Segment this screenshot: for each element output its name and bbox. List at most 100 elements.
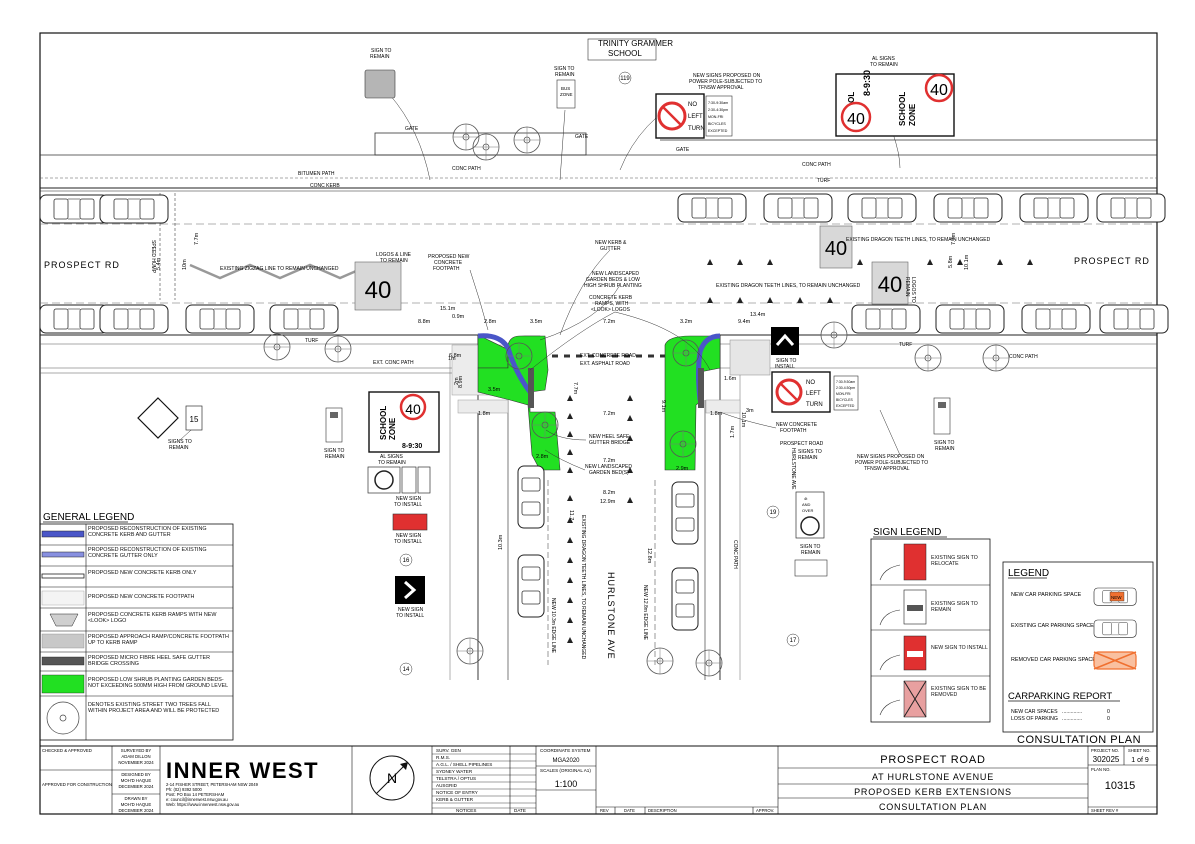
- date-label-left: DATE: [514, 808, 526, 813]
- new-conc-fp-1: NEW CONCRETE: [776, 422, 818, 428]
- legend-item-1: PROPOSED RECONSTRUCTION OF EXISTING CONC…: [88, 526, 207, 539]
- dim-10m: 10m: [182, 259, 188, 270]
- legend-item-3: PROPOSED NEW CONCRETE KERB ONLY: [88, 570, 197, 576]
- ma-over-3: OVER: [802, 508, 813, 513]
- coord-system-label: COORDINATE SYSTEM: [540, 748, 591, 753]
- al-signs-top-1: AL SIGNS: [872, 56, 896, 62]
- car-report-title: CARPARKING REPORT: [1008, 691, 1112, 702]
- legend-swatch-footpath: [41, 590, 85, 606]
- gate-label-2: GATE: [575, 134, 589, 140]
- address-5: Web: https://www.innerwest.nsw.gov.au: [166, 802, 240, 807]
- new-spaces-label: NEW CAR SPACES: [1011, 709, 1058, 715]
- school-label-2: SCHOOL: [608, 49, 642, 58]
- school-zone-c-1: SCHOOL: [379, 406, 388, 440]
- signs-remain-left-2: REMAIN: [169, 445, 189, 451]
- sign-remain-right2-1: SIGN TO: [934, 440, 954, 446]
- general-legend-title: GENERAL LEGEND: [43, 512, 134, 523]
- chevron-sign-right-icon: [771, 327, 799, 355]
- dim-15-1m: 15.1m: [440, 306, 456, 312]
- ext-asphalt-road-label: EXT. ASPHALT ROAD: [580, 361, 630, 367]
- surveyed-by-3: NOVEMBER 2024: [118, 760, 154, 765]
- service-2: R.M.S.: [436, 755, 450, 760]
- dim-3-5m-b: 3.5m: [488, 387, 501, 393]
- speed-40-mid: 40: [405, 401, 421, 417]
- nlt-times-1: 7:30-9:30am: [708, 101, 728, 105]
- speed-40-top-b: 40: [930, 82, 948, 99]
- ext-concrete-road-label: EXT. CONCRETE ROAD: [580, 353, 636, 359]
- car-legend-new: NEW CAR PARKING SPACE: [1011, 592, 1082, 598]
- description-label: DESCRIPTION: [648, 808, 677, 813]
- legend-swatch-garden: [41, 674, 85, 694]
- pole-numbers: 119 19 16 14 17: [399, 71, 800, 676]
- nlt-mid-times-2: 2:30-4:30pm: [836, 386, 855, 390]
- legend-item-5: PROPOSED CONCRETE KERB RAMPS WITH NEW <L…: [88, 612, 217, 625]
- legend-item-8: PROPOSED LOW SHRUB PLANTING GARDEN BEDS-…: [88, 677, 229, 690]
- service-6: AUSGRID: [436, 783, 458, 788]
- ramps-2: RAMPS, WITH: [595, 301, 629, 307]
- service-4: SYDNEY WATER: [436, 769, 473, 774]
- legend-swatch-approach: [41, 633, 85, 649]
- approved-construction: APPROVED FOR CONSTRUCTION: [42, 782, 112, 787]
- speed-hump-label: SPEED HUMP: [150, 240, 156, 274]
- landscaped-b1: NEW LANDSCAPED: [585, 464, 632, 470]
- new-sign-install-3b: TO INSTALL: [396, 613, 424, 619]
- new-sign-install-1b: TO INSTALL: [394, 502, 422, 508]
- pole-14: 14: [403, 667, 410, 673]
- school-zone-c-2: ZONE: [388, 417, 397, 440]
- prospect-road-sign: PROSPECT ROAD: [780, 441, 824, 447]
- legend-swatch-gutter: [41, 551, 85, 558]
- dim-6-8m: 6.8m: [449, 353, 462, 359]
- road-name-left: PROSPECT RD: [44, 260, 120, 270]
- dimension-labels: 7.7m 10m 5.4m 8.8m 0.9m 15.1m 2.8m 3.5m …: [156, 232, 970, 563]
- heel-safe-2: GUTTER BRIDGE: [589, 440, 631, 446]
- sign-legend-item-4: EXISTING SIGN TO BE REMOVED: [931, 686, 987, 699]
- road-name-right: PROSPECT RD: [1074, 256, 1150, 266]
- proposed-footpath-1: PROPOSED NEW: [428, 254, 470, 260]
- address-3: Post: PO Box 14 PETERSHAM: [166, 792, 225, 797]
- proposed-footpath-3: FOOTPATH: [433, 266, 460, 272]
- dim-7-7m-left: 7.7m: [194, 232, 200, 245]
- notices-label: NOTICES: [456, 808, 476, 813]
- dim-7-7m-c: 7.7m: [572, 382, 578, 395]
- new-spaces-dots: ..............: [1062, 709, 1082, 715]
- sheet-no: 1 of 9: [1131, 757, 1149, 764]
- sign-legend-title: SIGN LEGEND: [873, 527, 941, 538]
- car-existing-icon: [1093, 619, 1137, 638]
- turf-left-label: TURF: [305, 338, 318, 344]
- new-signs-right-1: NEW SIGNS PROPOSED ON: [857, 454, 925, 460]
- council-logo: INNER WEST: [166, 758, 319, 783]
- ext-conc-path-label: EXT. CONC PATH: [373, 360, 414, 366]
- plan-labels: GATE GATE GATE BITUMEN PATH CONC KERB CO…: [150, 126, 1038, 660]
- nlt-times-3: MON-FRI: [708, 115, 723, 119]
- sheet-rev: SHEET REV #: [1091, 808, 1119, 813]
- drawn-by-3: DECEMBER 2024: [118, 808, 154, 813]
- car-new-tag: NEW: [1111, 595, 1122, 600]
- new-spaces-value: 0: [1107, 709, 1110, 715]
- new-signs-top-2: POWER POLE-SUBJECTED TO: [689, 79, 762, 85]
- ramps-3: <LOOK> LOGOS: [591, 307, 631, 313]
- sheet-border: [39, 32, 1158, 815]
- conc-path-label-2: CONC PATH: [802, 162, 831, 168]
- nlt-mid-3: TURN: [806, 402, 823, 408]
- plan-no: 10315: [1105, 780, 1136, 792]
- nlt-times-4: BICYCLES: [708, 122, 726, 126]
- address-4: e: council@innerwest.nsw.gov.au: [166, 797, 228, 802]
- sign-remain-left2-1: SIGN TO: [324, 448, 344, 454]
- new-sign-install-3a: NEW SIGN: [398, 607, 424, 613]
- new-conc-fp-2: FOOTPATH: [780, 428, 807, 434]
- ma-over-2: AND: [802, 502, 811, 507]
- dim-13-4m: 13.4m: [750, 312, 766, 318]
- new-sign-install-1a: NEW SIGN: [396, 496, 422, 502]
- drawn-by-2: MOH'D HAQUE: [121, 802, 152, 807]
- road-40-right: 40: [878, 272, 902, 297]
- dim-1-8m-b: 1.8m: [710, 411, 723, 417]
- chevron-sign-icon: [395, 576, 425, 604]
- coord-system: MGA2020: [552, 758, 580, 764]
- loss-value: 0: [1107, 716, 1110, 722]
- dim-1-6m: 1.6m: [724, 376, 737, 382]
- sign-remain-right3-1: SIGN TO: [800, 544, 820, 550]
- legend-item-7: PROPOSED MICRO FIBRE HEEL SAFE GUTTER BR…: [88, 655, 211, 668]
- dim-2-8m-b: 2.8m: [536, 454, 549, 460]
- cross-street-name: HURLSTONE AVE: [606, 572, 616, 660]
- dim-3-2m: 3.2m: [680, 319, 693, 325]
